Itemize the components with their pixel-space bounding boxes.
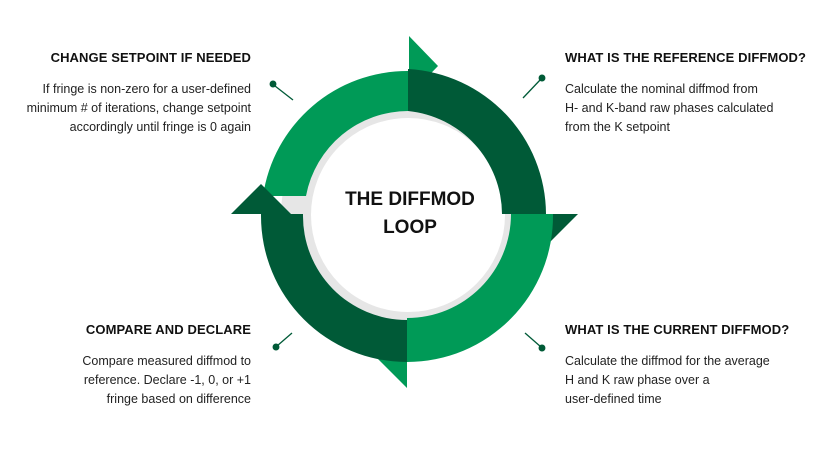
arrow-top [263,36,438,196]
connector-pins [269,74,546,352]
step-current-diffmod: WHAT IS THE CURRENT DIFFMOD? Calculate t… [565,322,810,409]
center-title-line2: LOOP [383,217,437,238]
arrow-left [231,184,407,362]
step-heading: WHAT IS THE REFERENCE DIFFMOD? [565,50,807,65]
step-description: If fringe is non-zero for a user-defined… [26,82,251,134]
step-change-setpoint: CHANGE SETPOINT IF NEEDED If fringe is n… [0,50,251,137]
step-reference-diffmod: WHAT IS THE REFERENCE DIFFMOD? Calculate… [565,50,810,137]
step-heading: CHANGE SETPOINT IF NEEDED [50,50,251,65]
step-description: Calculate the diffmod for the average H … [565,354,770,406]
step-description: Compare measured diffmod to reference. D… [82,354,251,406]
step-heading: COMPARE AND DECLARE [85,322,251,337]
arrow-right [408,69,578,244]
center-title-line1: THE DIFFMOD [345,189,475,210]
cycle-arrows [231,36,578,388]
step-description: Calculate the nominal diffmod from H- an… [565,82,774,134]
step-compare-declare: COMPARE AND DECLARE Compare measured dif… [0,322,251,409]
center-title: THE DIFFMOD LOOP [330,186,490,242]
step-heading: WHAT IS THE CURRENT DIFFMOD? [565,322,790,337]
arrow-bottom [377,214,554,388]
